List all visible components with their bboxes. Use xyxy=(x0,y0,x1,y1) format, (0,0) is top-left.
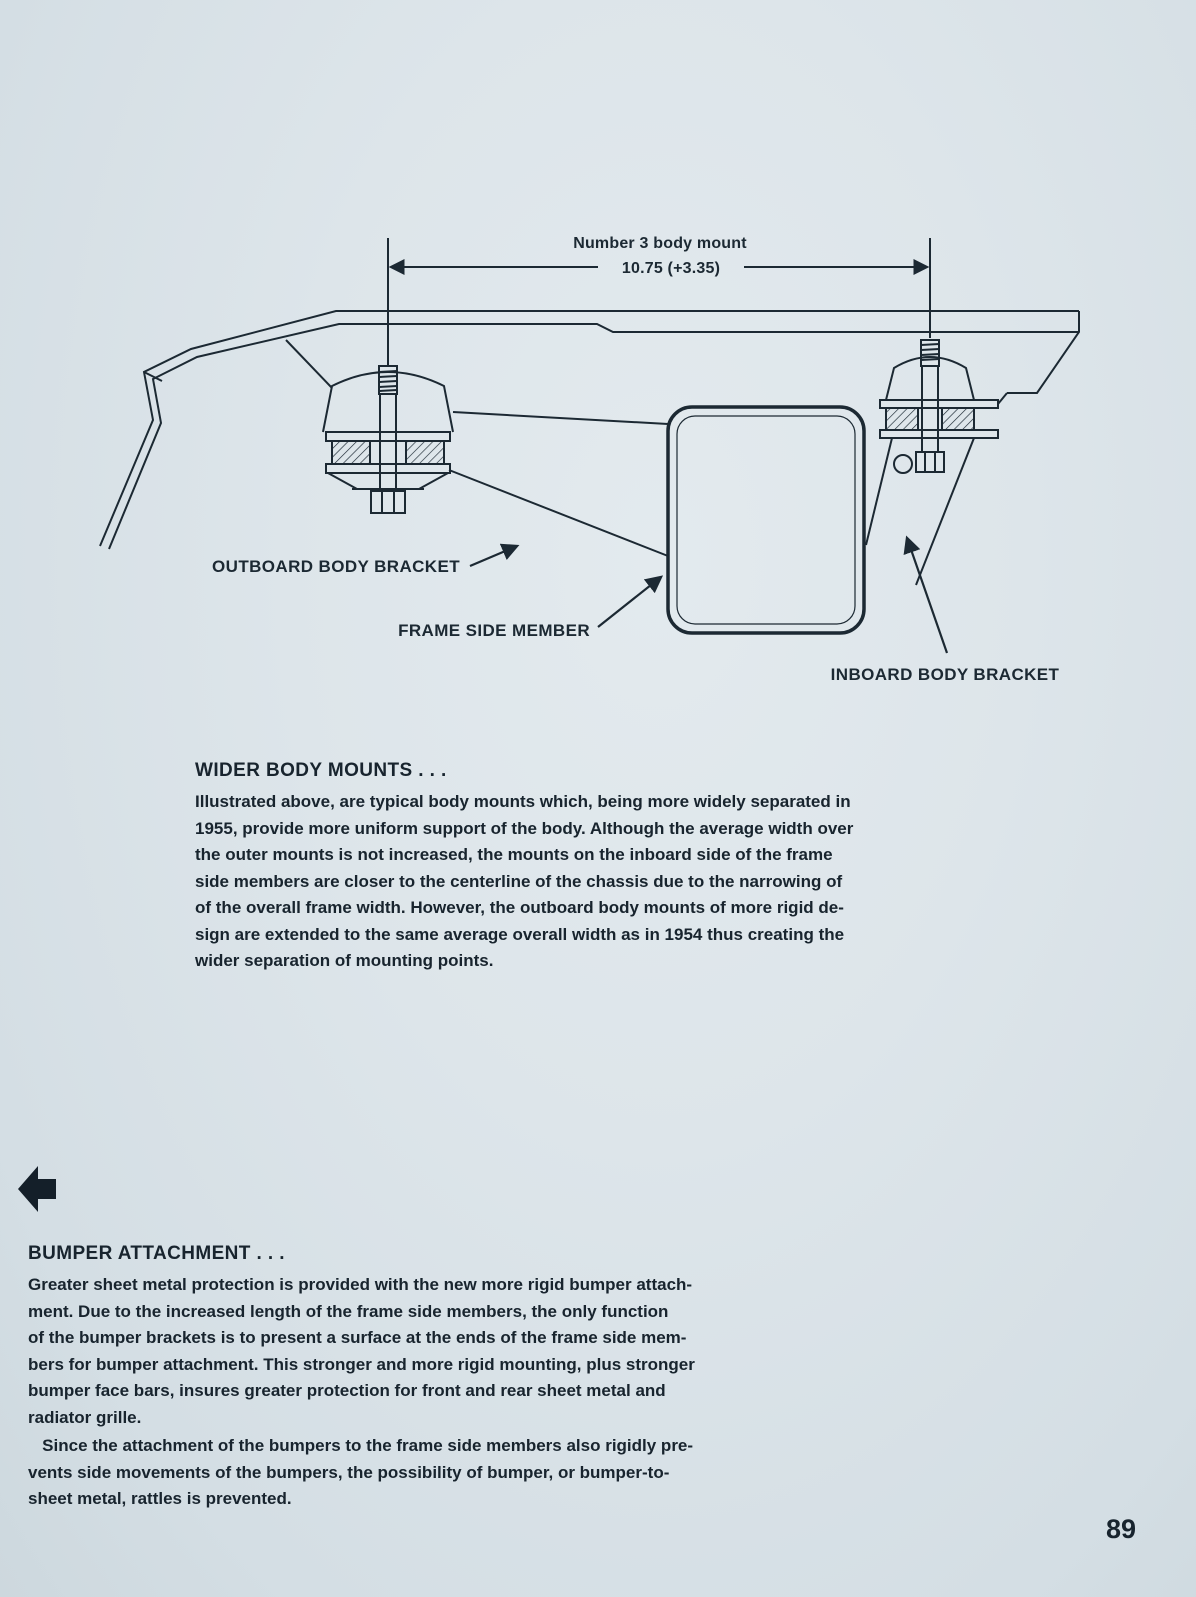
bracket-arms xyxy=(448,411,669,557)
diagram-label-outboard: OUTBOARD BODY BRACKET xyxy=(212,557,460,576)
outboard-body-mount xyxy=(285,339,454,514)
wider-body-mounts-title: WIDER BODY MOUNTS . . . xyxy=(195,760,447,781)
left-arrow-icon xyxy=(18,1164,58,1214)
frame-side-member-box xyxy=(666,405,866,635)
bumper-attachment-para1: Greater sheet metal protection is provid… xyxy=(28,1275,695,1427)
inboard-body-mount xyxy=(865,339,1008,586)
diagram-labels: Number 3 body mount 10.75 (+3.35) OUTBOA… xyxy=(212,235,1060,684)
section-bumper-attachment: BUMPER ATTACHMENT . . . Greater sheet me… xyxy=(28,1243,695,1513)
page-number: 89 xyxy=(1106,1514,1137,1544)
diagram-label-inboard: INBOARD BODY BRACKET xyxy=(831,665,1060,684)
section-wider-body-mounts: WIDER BODY MOUNTS . . . Illustrated abov… xyxy=(195,760,853,975)
bumper-attachment-para2: Since the attachment of the bumpers to t… xyxy=(28,1436,694,1508)
body-floor-outline xyxy=(99,310,1080,550)
leader-arrows xyxy=(469,535,949,654)
bumper-attachment-title: BUMPER ATTACHMENT . . . xyxy=(28,1243,285,1264)
diagram-callout-number3: Number 3 body mount xyxy=(573,235,747,252)
diagram-dimension-label: 10.75 (+3.35) xyxy=(622,260,720,277)
body-mount-diagram: Number 3 body mount 10.75 (+3.35) OUTBOA… xyxy=(99,235,1080,684)
dimension-lines xyxy=(387,238,931,366)
diagram-label-frame: FRAME SIDE MEMBER xyxy=(398,621,590,640)
wider-body-mounts-body: Illustrated above, are typical body moun… xyxy=(195,792,854,970)
